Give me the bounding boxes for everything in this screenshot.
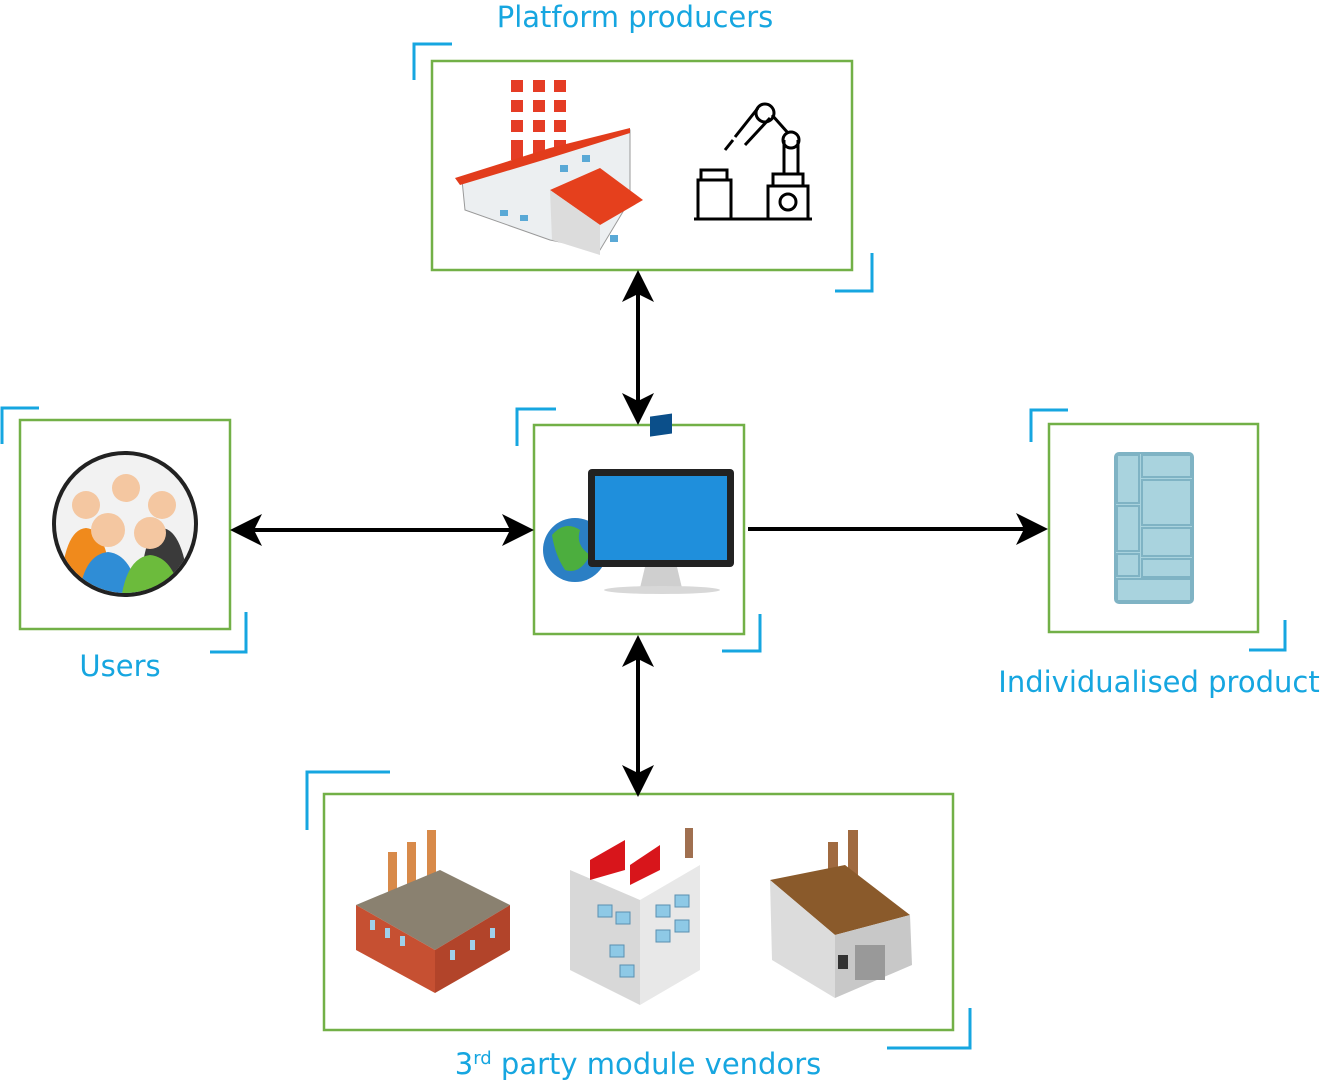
users-group-icon xyxy=(52,451,198,597)
platform-hub-node xyxy=(515,407,762,653)
vendors-node: 3rd party module vendors xyxy=(305,770,972,1081)
robot-arm-icon xyxy=(694,102,812,221)
brick-factory-icon xyxy=(356,830,510,993)
office-factory-icon xyxy=(570,828,700,1005)
product-node: Individualised product xyxy=(998,408,1320,699)
monitor-icon xyxy=(588,413,734,594)
bracket-top-left xyxy=(515,407,556,446)
bracket-bottom-right xyxy=(887,1008,972,1050)
bracket-bottom-right xyxy=(1249,620,1287,652)
bracket-top-left xyxy=(412,42,452,80)
modular-product-icon xyxy=(1114,452,1194,604)
workshop-icon xyxy=(770,830,912,998)
users-label: Users xyxy=(79,649,160,683)
bracket-top-left xyxy=(305,770,390,830)
platform-label: Platform producers xyxy=(497,0,774,34)
product-box xyxy=(1047,422,1260,634)
bracket-top-left xyxy=(0,406,39,444)
factory-icon xyxy=(455,80,643,255)
bracket-bottom-right xyxy=(210,612,248,654)
product-label: Individualised product xyxy=(998,665,1319,699)
vendors-label: 3rd party module vendors xyxy=(455,1047,822,1081)
platform-producers-node: Platform producers xyxy=(412,0,874,293)
users-node: Users xyxy=(0,406,248,683)
bracket-top-left xyxy=(1029,408,1068,442)
bracket-bottom-right xyxy=(722,614,762,653)
hub-box xyxy=(532,423,746,636)
bracket-bottom-right xyxy=(835,253,874,293)
